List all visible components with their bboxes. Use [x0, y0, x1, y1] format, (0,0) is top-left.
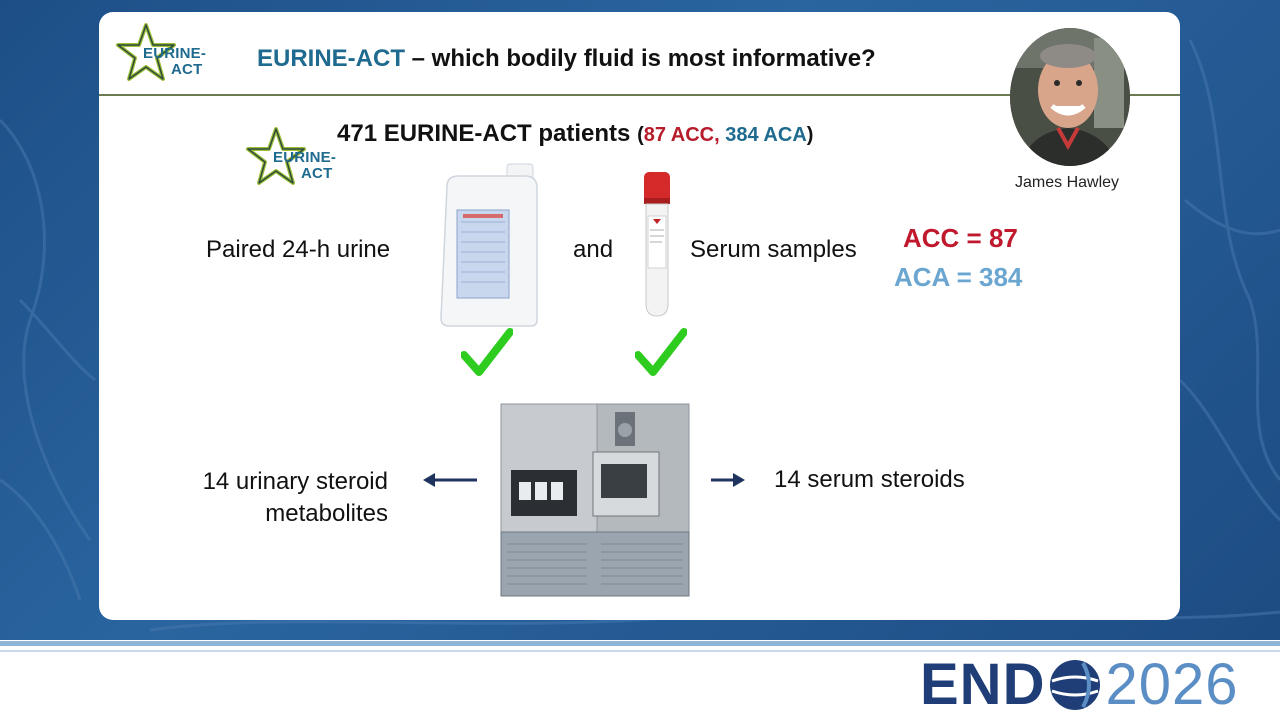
open-paren: ( [637, 124, 644, 146]
speaker-name: James Hawley [1015, 174, 1120, 191]
footer-rule-1 [0, 641, 1280, 646]
header-logo-line1: EURINE- [143, 45, 207, 62]
acc-total: ACC = 87 [903, 223, 1018, 253]
endo-brand-text: END [920, 652, 1046, 717]
eurine-act-star-logo [116, 23, 176, 81]
header-logo-line2: ACT [171, 61, 203, 78]
globe-icon [1050, 660, 1101, 710]
close-paren: ) [806, 124, 814, 146]
endo-year-text: 2026 [1105, 652, 1239, 717]
patients-label: 471 EURINE-ACT patients [337, 120, 638, 147]
slide-panel: EURINE- ACT EURINE-ACT – which bodily fl… [99, 12, 1180, 620]
and-label: and [573, 236, 614, 263]
page-title: EURINE-ACT – which bodily fluid is most … [257, 45, 876, 73]
right-arrow-icon [711, 473, 745, 487]
urine-container-icon [440, 163, 538, 327]
body-logo-line1: EURINE- [273, 149, 337, 166]
header-logo-text: EURINE- ACT [143, 46, 206, 78]
endo-2026-logo: END 2026 [920, 652, 1239, 718]
urine-checkmark-icon [461, 328, 513, 376]
eurine-act-star-logo-2 [246, 127, 306, 185]
acc-count: 87 ACC, [643, 124, 720, 146]
title-rest: – which bodily fluid is most informative… [405, 45, 876, 72]
header-divider [99, 94, 1180, 96]
mass-spectrometer-icon [500, 403, 690, 597]
urine-label: Paired 24-h urine [206, 236, 391, 263]
footer-rule-2 [0, 650, 1280, 652]
aca-count: 384 ACA [719, 124, 807, 146]
body-logo-line2: ACT [301, 165, 333, 182]
aca-total: ACA = 384 [894, 262, 1023, 292]
title-accent: EURINE-ACT [257, 45, 405, 72]
speaker-avatar [1010, 28, 1130, 166]
body-logo-text: EURINE- ACT [273, 150, 336, 182]
patients-heading: 471 EURINE-ACT patients (87 ACC, 384 ACA… [337, 120, 813, 148]
urine-output-line1: 14 urinary steroid [202, 468, 388, 495]
blood-tube-icon [644, 172, 670, 317]
serum-label: Serum samples [690, 236, 857, 263]
urine-output-label: 14 urinary steroid metabolites [180, 466, 388, 530]
serum-checkmark-icon [635, 328, 687, 376]
serum-output-label: 14 serum steroids [774, 466, 965, 493]
left-arrow-icon [423, 473, 477, 487]
urine-output-line2: metabolites [265, 500, 388, 527]
